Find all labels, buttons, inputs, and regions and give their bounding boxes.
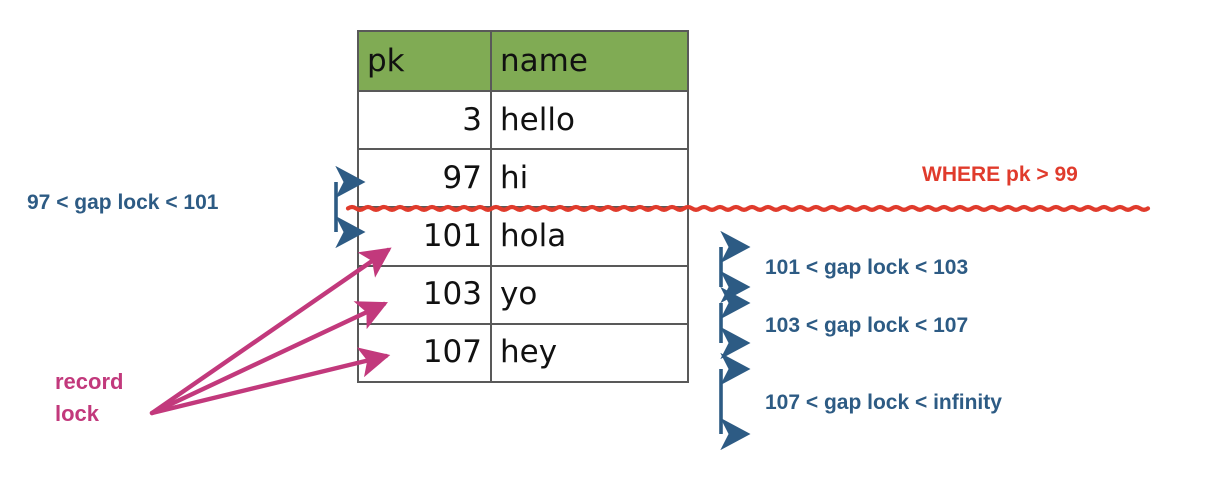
cell-pk: 101 bbox=[357, 206, 492, 267]
gap-lock-label-right-3: 107 < gap lock < infinity bbox=[765, 391, 1002, 414]
table-row: 3 hello bbox=[357, 89, 689, 151]
gap-lock-label-right-1: 101 < gap lock < 103 bbox=[765, 256, 969, 279]
record-lock-arrows bbox=[149, 247, 392, 416]
record-lock-label-line2: lock bbox=[55, 400, 100, 426]
gap-lock-label-left: 97 < gap lock < 101 bbox=[27, 191, 219, 214]
gap-lock-label-right-2: 103 < gap lock < 107 bbox=[765, 314, 969, 337]
column-header-name: name bbox=[490, 30, 689, 92]
record-table: pk name 3 hello 97 hi 101 hola 103 yo 10 bbox=[357, 30, 689, 384]
table-row: 97 hi bbox=[357, 148, 689, 209]
cell-name: hola bbox=[490, 206, 689, 267]
cell-pk: 103 bbox=[357, 264, 492, 325]
cell-name: hey bbox=[490, 322, 689, 384]
where-clause-label: WHERE pk > 99 bbox=[922, 163, 1078, 186]
table-header-row: pk name bbox=[357, 30, 689, 92]
cell-name: yo bbox=[490, 264, 689, 325]
record-lock-label: record lock bbox=[55, 366, 123, 430]
column-header-pk: pk bbox=[357, 30, 492, 92]
cell-name: hi bbox=[490, 148, 689, 209]
cell-name: hello bbox=[490, 89, 689, 151]
table-row: 107 hey bbox=[357, 322, 689, 384]
cell-pk: 3 bbox=[357, 89, 492, 151]
table-row: 101 hola bbox=[357, 206, 689, 267]
record-lock-label-line1: record bbox=[55, 369, 124, 394]
cell-pk: 107 bbox=[357, 322, 492, 384]
table-row: 103 yo bbox=[357, 264, 689, 325]
cell-pk: 97 bbox=[357, 148, 492, 209]
